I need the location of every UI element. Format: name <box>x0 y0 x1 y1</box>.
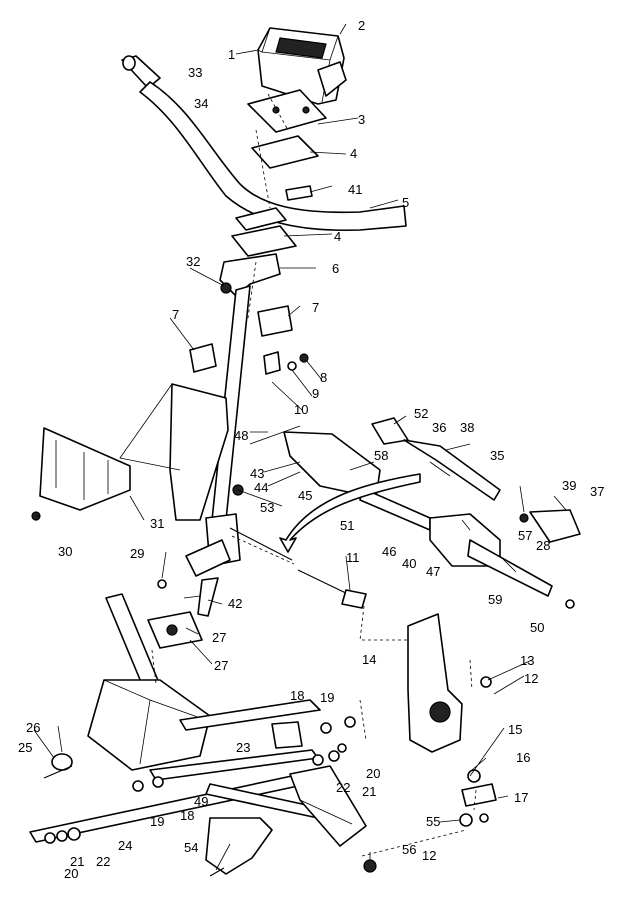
a-arm <box>289 765 367 847</box>
callout-30: 30 <box>58 544 72 559</box>
callout-14: 14 <box>362 652 376 667</box>
callout-37: 37 <box>590 484 604 499</box>
callout-57: 57 <box>518 528 532 543</box>
callout-19: 19 <box>320 690 334 705</box>
callout-32: 32 <box>186 254 200 269</box>
handlebar-grip-and-bar <box>121 55 407 232</box>
callout-27: 27 <box>212 630 226 645</box>
callout-26: 26 <box>26 720 40 735</box>
callout-55: 55 <box>426 814 440 829</box>
callout-22: 22 <box>96 854 110 869</box>
callout-9: 9 <box>312 386 319 401</box>
callout-33: 33 <box>188 65 202 80</box>
callout-24: 24 <box>118 838 132 853</box>
spindle <box>407 613 492 753</box>
callout-15: 15 <box>508 722 522 737</box>
skid-plate <box>205 817 273 875</box>
callout-1: 1 <box>228 47 235 62</box>
steering-support-block <box>147 577 219 649</box>
callout-17: 17 <box>514 790 528 805</box>
callout-48: 48 <box>234 428 248 443</box>
callout-16: 16 <box>516 750 530 765</box>
callout-7: 7 <box>312 300 319 315</box>
callout-7: 7 <box>172 307 179 322</box>
drag-link <box>229 527 367 609</box>
callout-38: 38 <box>460 420 474 435</box>
callout-4: 4 <box>350 146 357 161</box>
callout-22: 22 <box>336 780 350 795</box>
body-bracket <box>31 383 229 521</box>
callout-39: 39 <box>562 478 576 493</box>
frame <box>29 593 349 843</box>
handlebar-cover <box>257 27 347 105</box>
callout-53: 53 <box>260 500 274 515</box>
callout-6: 6 <box>332 261 339 276</box>
callout-42: 42 <box>228 596 242 611</box>
callout-50: 50 <box>530 620 544 635</box>
callout-52: 52 <box>414 406 428 421</box>
callout-49: 49 <box>194 794 208 809</box>
callout-54: 54 <box>184 840 198 855</box>
frame-washers <box>43 716 377 877</box>
leader-lines <box>33 23 567 871</box>
callout-labels: 1 2 3 4 4 5 6 7 7 8 9 10 11 12 12 13 14 … <box>18 18 604 881</box>
callout-35: 35 <box>490 448 504 463</box>
callout-44: 44 <box>254 480 268 495</box>
callout-5: 5 <box>402 195 409 210</box>
callout-20: 20 <box>64 866 78 881</box>
callout-21: 21 <box>362 784 376 799</box>
spindle-hardware <box>459 769 497 827</box>
callout-21: 21 <box>70 854 84 869</box>
callout-34: 34 <box>194 96 208 111</box>
callout-10: 10 <box>294 402 308 417</box>
handlebar-pad <box>285 185 313 201</box>
callout-41: 41 <box>348 182 362 197</box>
tie-rod-assembly <box>249 417 581 609</box>
callout-3: 3 <box>358 112 365 127</box>
callout-12: 12 <box>524 671 538 686</box>
callout-59: 59 <box>488 592 502 607</box>
callout-56: 56 <box>402 842 416 857</box>
callout-40: 40 <box>402 556 416 571</box>
callout-29: 29 <box>130 546 144 561</box>
callout-4: 4 <box>334 229 341 244</box>
callout-46: 46 <box>382 544 396 559</box>
callout-28: 28 <box>536 538 550 553</box>
callout-2: 2 <box>358 18 365 33</box>
callout-12: 12 <box>422 848 436 863</box>
callout-43: 43 <box>250 466 264 481</box>
callout-11: 11 <box>346 550 360 565</box>
callout-45: 45 <box>298 488 312 503</box>
steering-arrow <box>279 473 421 553</box>
callout-13: 13 <box>520 653 534 668</box>
callout-27: 27 <box>214 658 228 673</box>
callout-18: 18 <box>180 808 194 823</box>
callout-20: 20 <box>366 766 380 781</box>
callout-18: 18 <box>290 688 304 703</box>
callout-23: 23 <box>236 740 250 755</box>
callout-51: 51 <box>340 518 354 533</box>
callout-19: 19 <box>150 814 164 829</box>
callout-47: 47 <box>426 564 440 579</box>
callout-31: 31 <box>150 516 164 531</box>
callout-25: 25 <box>18 740 32 755</box>
steering-post-bushings <box>189 305 309 375</box>
callout-58: 58 <box>374 448 388 463</box>
callout-8: 8 <box>320 370 327 385</box>
callout-36: 36 <box>432 420 446 435</box>
handlebar-clamp-top <box>231 89 327 257</box>
